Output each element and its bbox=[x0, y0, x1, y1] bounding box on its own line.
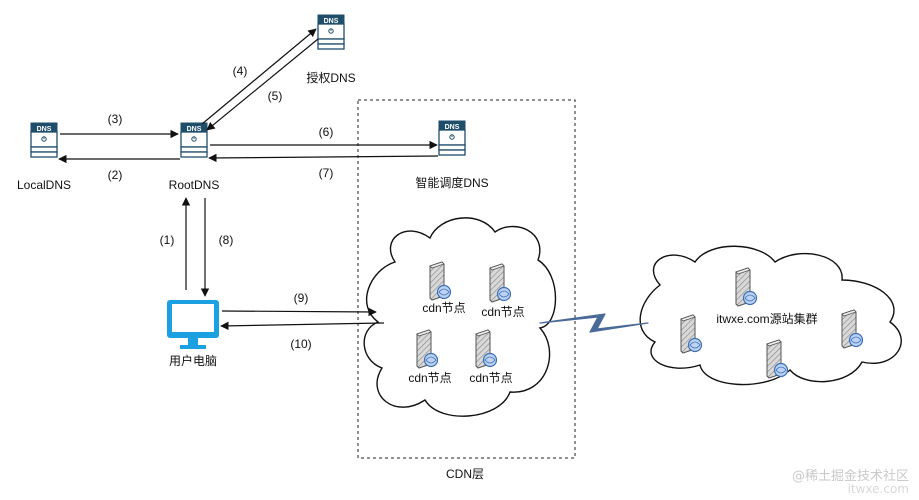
arrow-9 bbox=[221, 307, 377, 317]
local-dns-label: LocalDNS bbox=[17, 178, 71, 192]
arrow-4 bbox=[201, 28, 317, 125]
local-dns-badge: DNS bbox=[37, 126, 52, 133]
step-5-label: (5) bbox=[268, 89, 283, 103]
auth-dns-label: 授权DNS bbox=[306, 70, 355, 85]
arrow-7 bbox=[208, 153, 439, 163]
cdn-node-label: cdn节点 bbox=[481, 305, 524, 319]
step-3-label: (3) bbox=[108, 112, 123, 126]
user-pc-label: 用户电脑 bbox=[169, 353, 217, 368]
watermark: @稀土掘金技术社区 itwxe.com bbox=[792, 470, 909, 496]
step-4-label: (4) bbox=[233, 64, 248, 78]
root-dns-label: RootDNS bbox=[169, 178, 220, 192]
cdn-layer-box bbox=[357, 99, 576, 459]
arrow-5 bbox=[206, 38, 319, 131]
step-9-label: (9) bbox=[294, 291, 309, 305]
step-1-label: (1) bbox=[160, 233, 175, 247]
step-6-label: (6) bbox=[319, 125, 334, 139]
watermark-line2: itwxe.com bbox=[847, 482, 909, 496]
step-8-label: (8) bbox=[219, 233, 234, 247]
step-2-label: (2) bbox=[108, 168, 123, 182]
cdn-layer-label: CDN层 bbox=[446, 467, 484, 481]
gslb-dns-badge: DNS bbox=[445, 124, 460, 131]
watermark-line1: @稀土掘金技术社区 bbox=[791, 469, 909, 484]
auth-dns-badge: DNS bbox=[324, 18, 339, 25]
step-10-label: (10) bbox=[290, 337, 311, 351]
cdn-node-label: cdn节点 bbox=[422, 301, 465, 315]
monitor-icon bbox=[167, 300, 219, 349]
origin-cloud bbox=[639, 245, 902, 386]
step-7-label: (7) bbox=[319, 166, 334, 180]
origin-cluster-label: itwxe.com源站集群 bbox=[716, 311, 817, 326]
lightning-link bbox=[539, 313, 649, 333]
gslb-dns-label: 智能调度DNS bbox=[415, 175, 488, 190]
arrow-10 bbox=[220, 321, 385, 331]
cdn-node-label: cdn节点 bbox=[469, 371, 512, 385]
cdn-cloud bbox=[363, 217, 557, 417]
cdn-node-label: cdn节点 bbox=[408, 371, 451, 385]
root-dns-badge: DNS bbox=[187, 126, 202, 133]
